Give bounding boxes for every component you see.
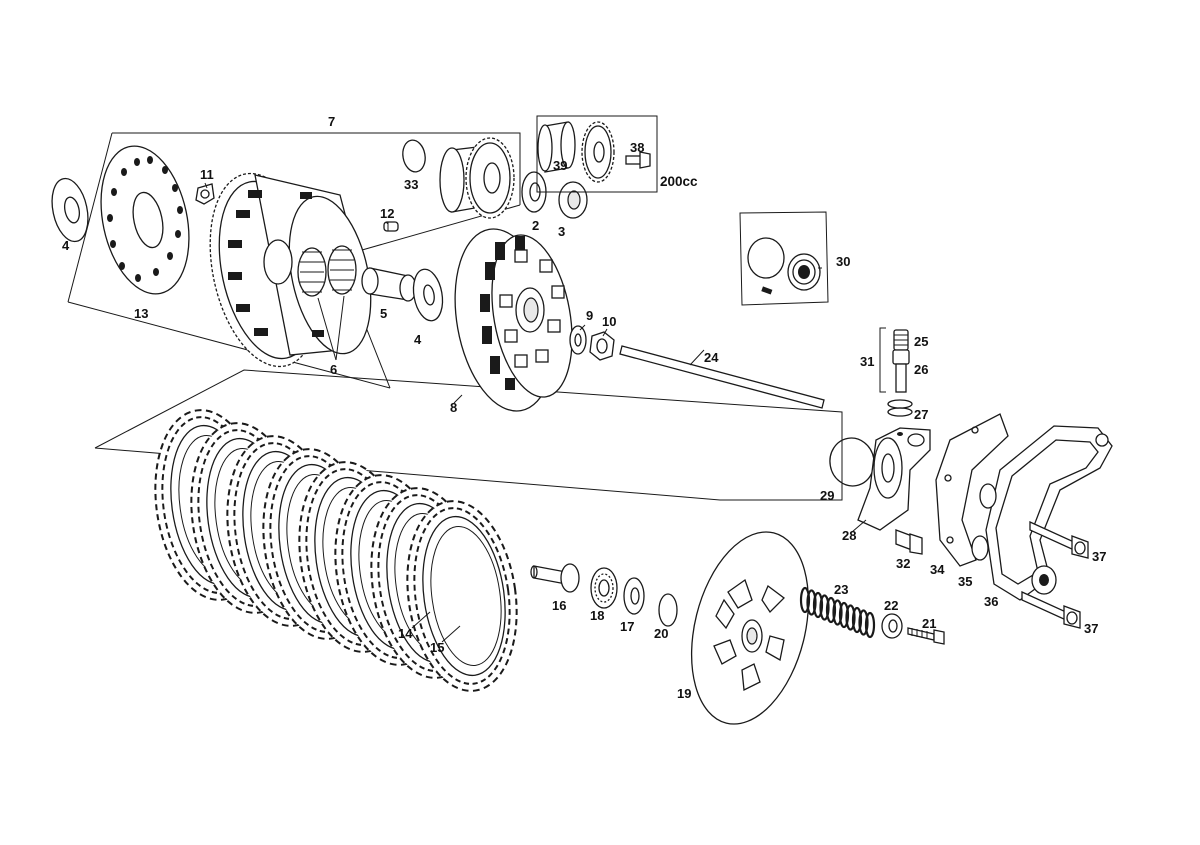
- bolt-part-21: [907, 627, 945, 645]
- spring-coil: [812, 591, 824, 619]
- washer-part-4-right: [412, 268, 444, 322]
- part-labels: 7 4 13 11 12 5 4 6 33 2 3 39 38 200cc 30…: [62, 114, 1106, 701]
- label-39: 39: [553, 158, 567, 173]
- spring-coil: [806, 589, 817, 616]
- label-11: 11: [200, 167, 214, 182]
- label-3: 3: [558, 224, 565, 239]
- spring-coil: [864, 611, 876, 639]
- clutch-hub-part-8: [454, 228, 573, 412]
- label-13: 13: [134, 306, 148, 321]
- push-rod-part-24: [619, 345, 825, 409]
- label-28: 28: [842, 528, 856, 543]
- gasket-part-34: [935, 413, 1009, 567]
- label-4-right: 4: [414, 332, 422, 347]
- label-32: 32: [896, 556, 910, 571]
- seal-kit-part-30-box: [739, 211, 829, 306]
- label-17: 17: [620, 619, 634, 634]
- label-35: 35: [958, 574, 972, 589]
- label-34: 34: [930, 562, 945, 577]
- spring-coil: [825, 596, 837, 624]
- label-10: 10: [602, 314, 616, 329]
- clutch-cover-part-36: [971, 425, 1113, 601]
- label-29: 29: [820, 488, 834, 503]
- plates-pack-outline: [94, 369, 843, 501]
- clutch-plate: [406, 500, 518, 692]
- label-25: 25: [914, 334, 928, 349]
- slave-cylinder-part-28: [857, 427, 931, 531]
- needle-bearing-part-6: [297, 245, 357, 297]
- label-33: 33: [404, 177, 418, 192]
- pin-part-12: [383, 221, 399, 232]
- nut-part-10: [589, 331, 615, 361]
- clutch-plates-pack: [154, 409, 518, 692]
- label-20: 20: [654, 626, 668, 641]
- label-7: 7: [328, 114, 335, 129]
- label-8: 8: [450, 400, 457, 415]
- label-27: 27: [914, 407, 928, 422]
- label-200cc: 200cc: [660, 174, 698, 189]
- springs-part-23: [799, 586, 876, 639]
- label-6: 6: [330, 362, 337, 377]
- o-rings-part-27: [887, 399, 913, 417]
- label-23: 23: [834, 582, 848, 597]
- label-38: 38: [630, 140, 644, 155]
- lock-washer-part-9: [569, 325, 587, 355]
- label-18: 18: [590, 608, 604, 623]
- disc-part-13: [100, 145, 190, 295]
- bushing-part-5: [361, 267, 417, 302]
- label-15: 15: [430, 640, 444, 655]
- leader-14: [411, 611, 431, 629]
- label-31: 31: [860, 354, 874, 369]
- label-37-upper: 37: [1092, 549, 1106, 564]
- label-19: 19: [677, 686, 691, 701]
- washer-part-4-left: [51, 177, 89, 243]
- spring-coil: [851, 606, 863, 634]
- thrust-piece-part-16: [530, 563, 580, 593]
- label-4-left: 4: [62, 238, 70, 253]
- label-14: 14: [398, 626, 413, 641]
- washer-part-17: [623, 577, 645, 615]
- spring-coil: [845, 604, 856, 631]
- label-26: 26: [914, 362, 928, 377]
- o-ring-part-29: [829, 437, 875, 487]
- spring-coil: [799, 586, 811, 614]
- circlip-part-20: [658, 593, 678, 627]
- spring-coil: [838, 601, 850, 629]
- label-37-lower: 37: [1084, 621, 1098, 636]
- bearing-part-18: [590, 567, 618, 609]
- label-16: 16: [552, 598, 566, 613]
- label-21: 21: [922, 616, 936, 631]
- label-5: 5: [380, 306, 387, 321]
- variant-200cc-box: [536, 115, 658, 193]
- clutch-housing-gear: [209, 172, 372, 368]
- primary-gear: [439, 137, 515, 219]
- spring-coil: [858, 609, 869, 636]
- label-30: 30: [836, 254, 850, 269]
- label-24: 24: [704, 350, 719, 365]
- washer-part-3: [558, 181, 588, 219]
- leader-lines: [204, 182, 867, 533]
- clip-part-11: [195, 183, 215, 205]
- label-22: 22: [884, 598, 898, 613]
- o-ring-part-33: [402, 139, 426, 173]
- retainer-part-22: [881, 613, 903, 639]
- cover-bolt-part-37-lower: [1021, 590, 1081, 629]
- label-36: 36: [984, 594, 998, 609]
- cover-bolt-part-37-upper: [1029, 520, 1089, 559]
- bolt-part-32: [895, 529, 923, 555]
- spring-coil: [819, 594, 830, 621]
- bleed-valve-part-31: [879, 327, 910, 393]
- label-2: 2: [532, 218, 539, 233]
- leader-15: [441, 625, 461, 643]
- spring-coil: [832, 599, 843, 626]
- label-12: 12: [380, 206, 394, 221]
- label-9: 9: [586, 308, 593, 323]
- pressure-plate-part-19: [690, 531, 810, 725]
